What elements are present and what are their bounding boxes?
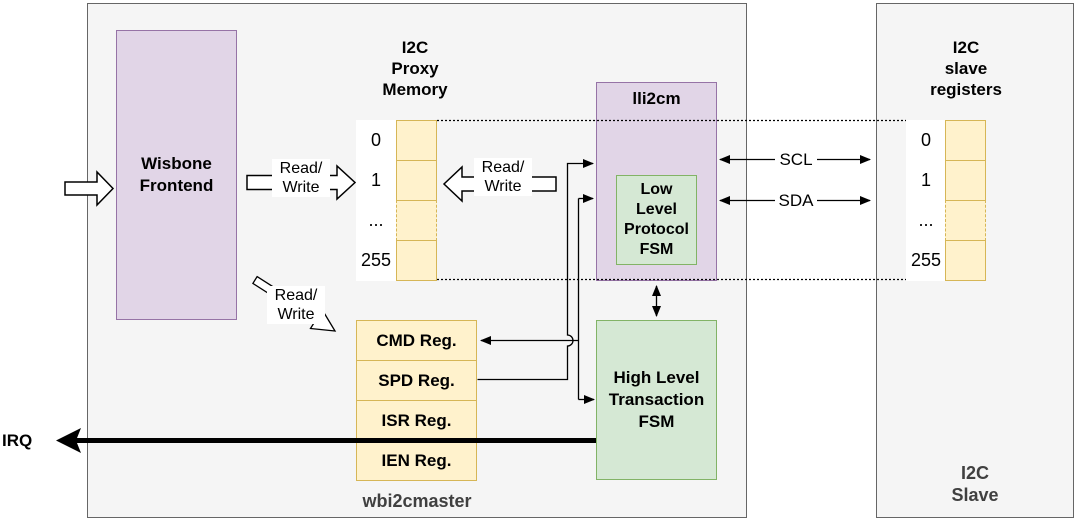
scl-label: SCL [775,149,817,170]
proxy-memory-title: I2C Proxy Memory [382,38,448,99]
wisbone-frontend-block: Wisbone Frontend [116,30,237,320]
proxy-memory-index: 0 [370,129,381,150]
proxy-memory-index-column [356,120,396,281]
slave-register-cell [945,240,986,281]
proxy-memory-index: 255 [360,249,392,270]
proxy-memory-index: 1 [370,169,381,190]
low-level-protocol-fsm-block: Low Level Protocol FSM [616,175,697,265]
bus-input-arrow [64,170,115,207]
slave-register-cell-ellipsis [945,200,986,241]
read-write-label-registers: Read/ Write [267,286,325,324]
high-level-transaction-fsm-label: High Level Transaction FSM [608,368,705,431]
slave-register-index: 0 [920,129,931,150]
high-level-transaction-fsm-block: High Level Transaction FSM [596,320,717,480]
irq-label: IRQ [2,431,33,450]
slave-registers-index-column [906,120,946,281]
proxy-memory-cell [396,120,437,161]
i2c-slave-label: I2C Slave [951,463,999,505]
proxy-memory-cell [396,240,437,281]
slave-register-cell [945,160,986,201]
lli2cm-label: lli2cm [632,89,681,108]
irq-arrowhead [56,428,81,453]
wisbone-frontend-label: Wisbone Frontend [139,154,214,195]
sda-label: SDA [775,190,817,211]
isr-register: ISR Reg. [356,400,477,441]
slave-register-index: 1 [920,169,931,190]
read-write-label-lli2cm: Read/ Write [474,158,532,196]
low-level-protocol-fsm-label: Low Level Protocol FSM [624,181,689,258]
slave-register-index: 255 [910,249,942,270]
cmd-register: CMD Reg. [356,320,477,361]
slave-register-index: ... [918,209,934,230]
slave-registers-title: I2C slave registers [930,38,1002,99]
proxy-memory-index: ... [368,209,384,230]
read-write-label-frontend: Read/ Write [272,159,330,197]
wbi2cmaster-label: wbi2cmaster [362,491,472,511]
